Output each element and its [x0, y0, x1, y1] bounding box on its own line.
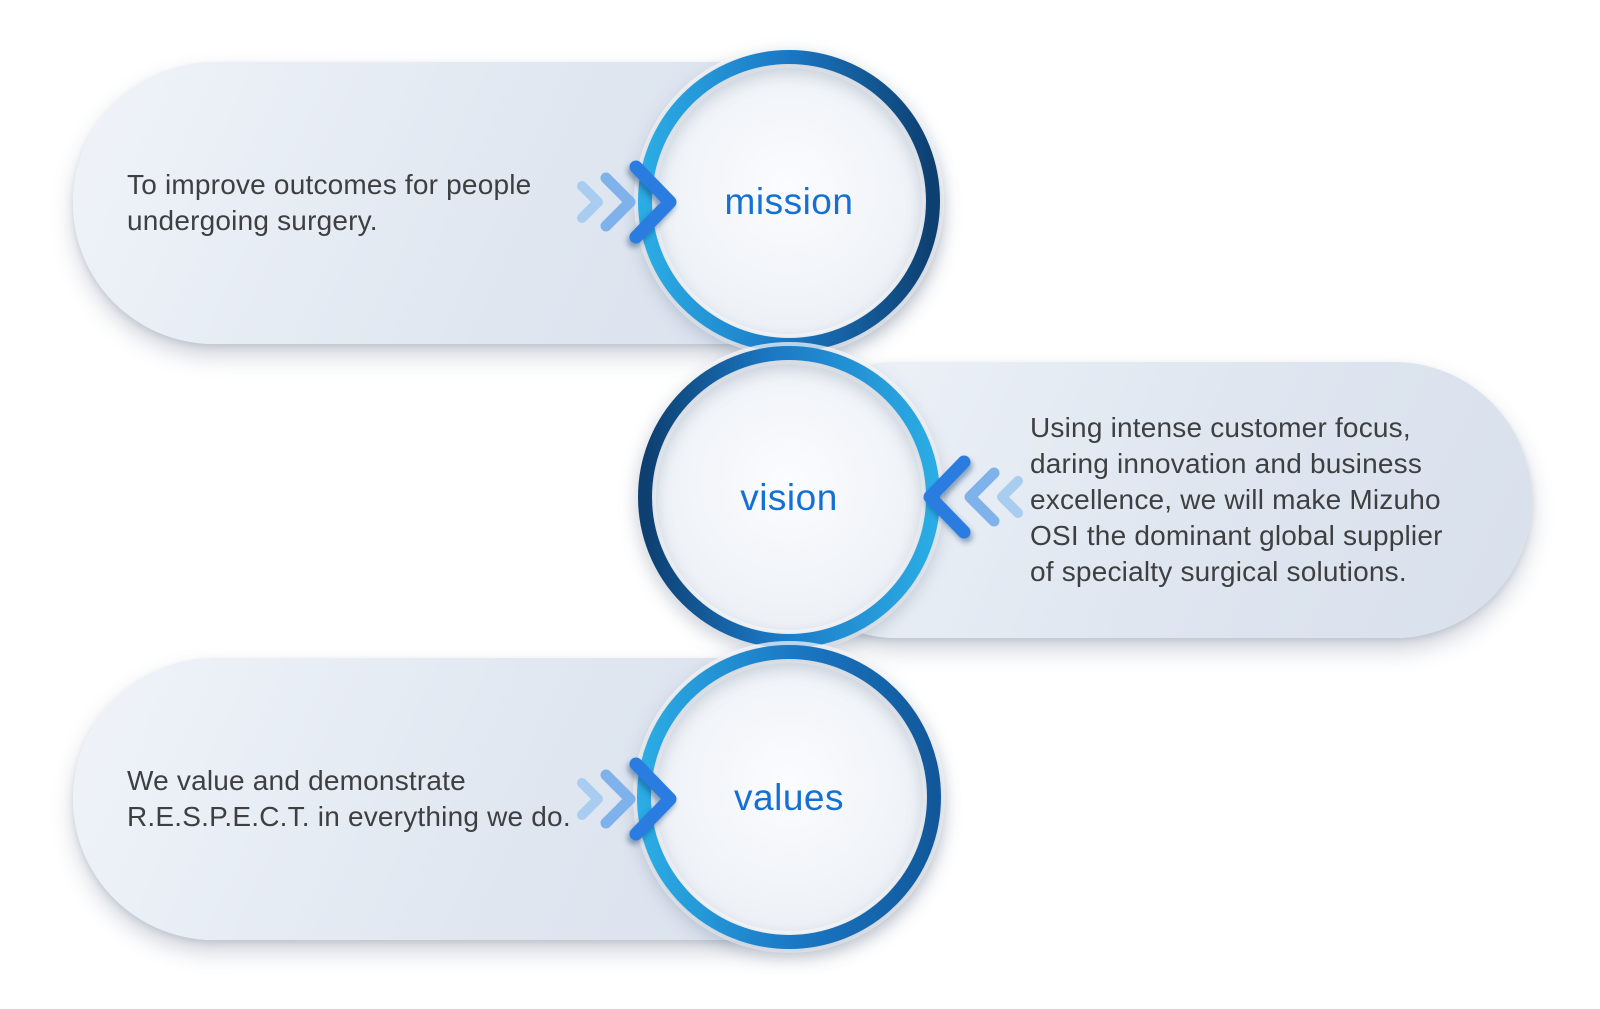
vision-chevron-left-icon: [923, 455, 1023, 539]
mission-description: To improve outcomes for people undergoin…: [127, 169, 532, 236]
values-ring: [633, 641, 945, 953]
values-chevron-right-icon: [577, 757, 677, 841]
values-label: values: [734, 777, 844, 818]
vision-description: Using intense customer focus, daring inn…: [1030, 412, 1443, 587]
mission-label: mission: [724, 181, 854, 222]
mission-chevron-right-icon: [577, 160, 677, 244]
vision-label: vision: [740, 477, 838, 518]
values-description: We value and demonstrate R.E.S.P.E.C.T. …: [127, 765, 571, 832]
